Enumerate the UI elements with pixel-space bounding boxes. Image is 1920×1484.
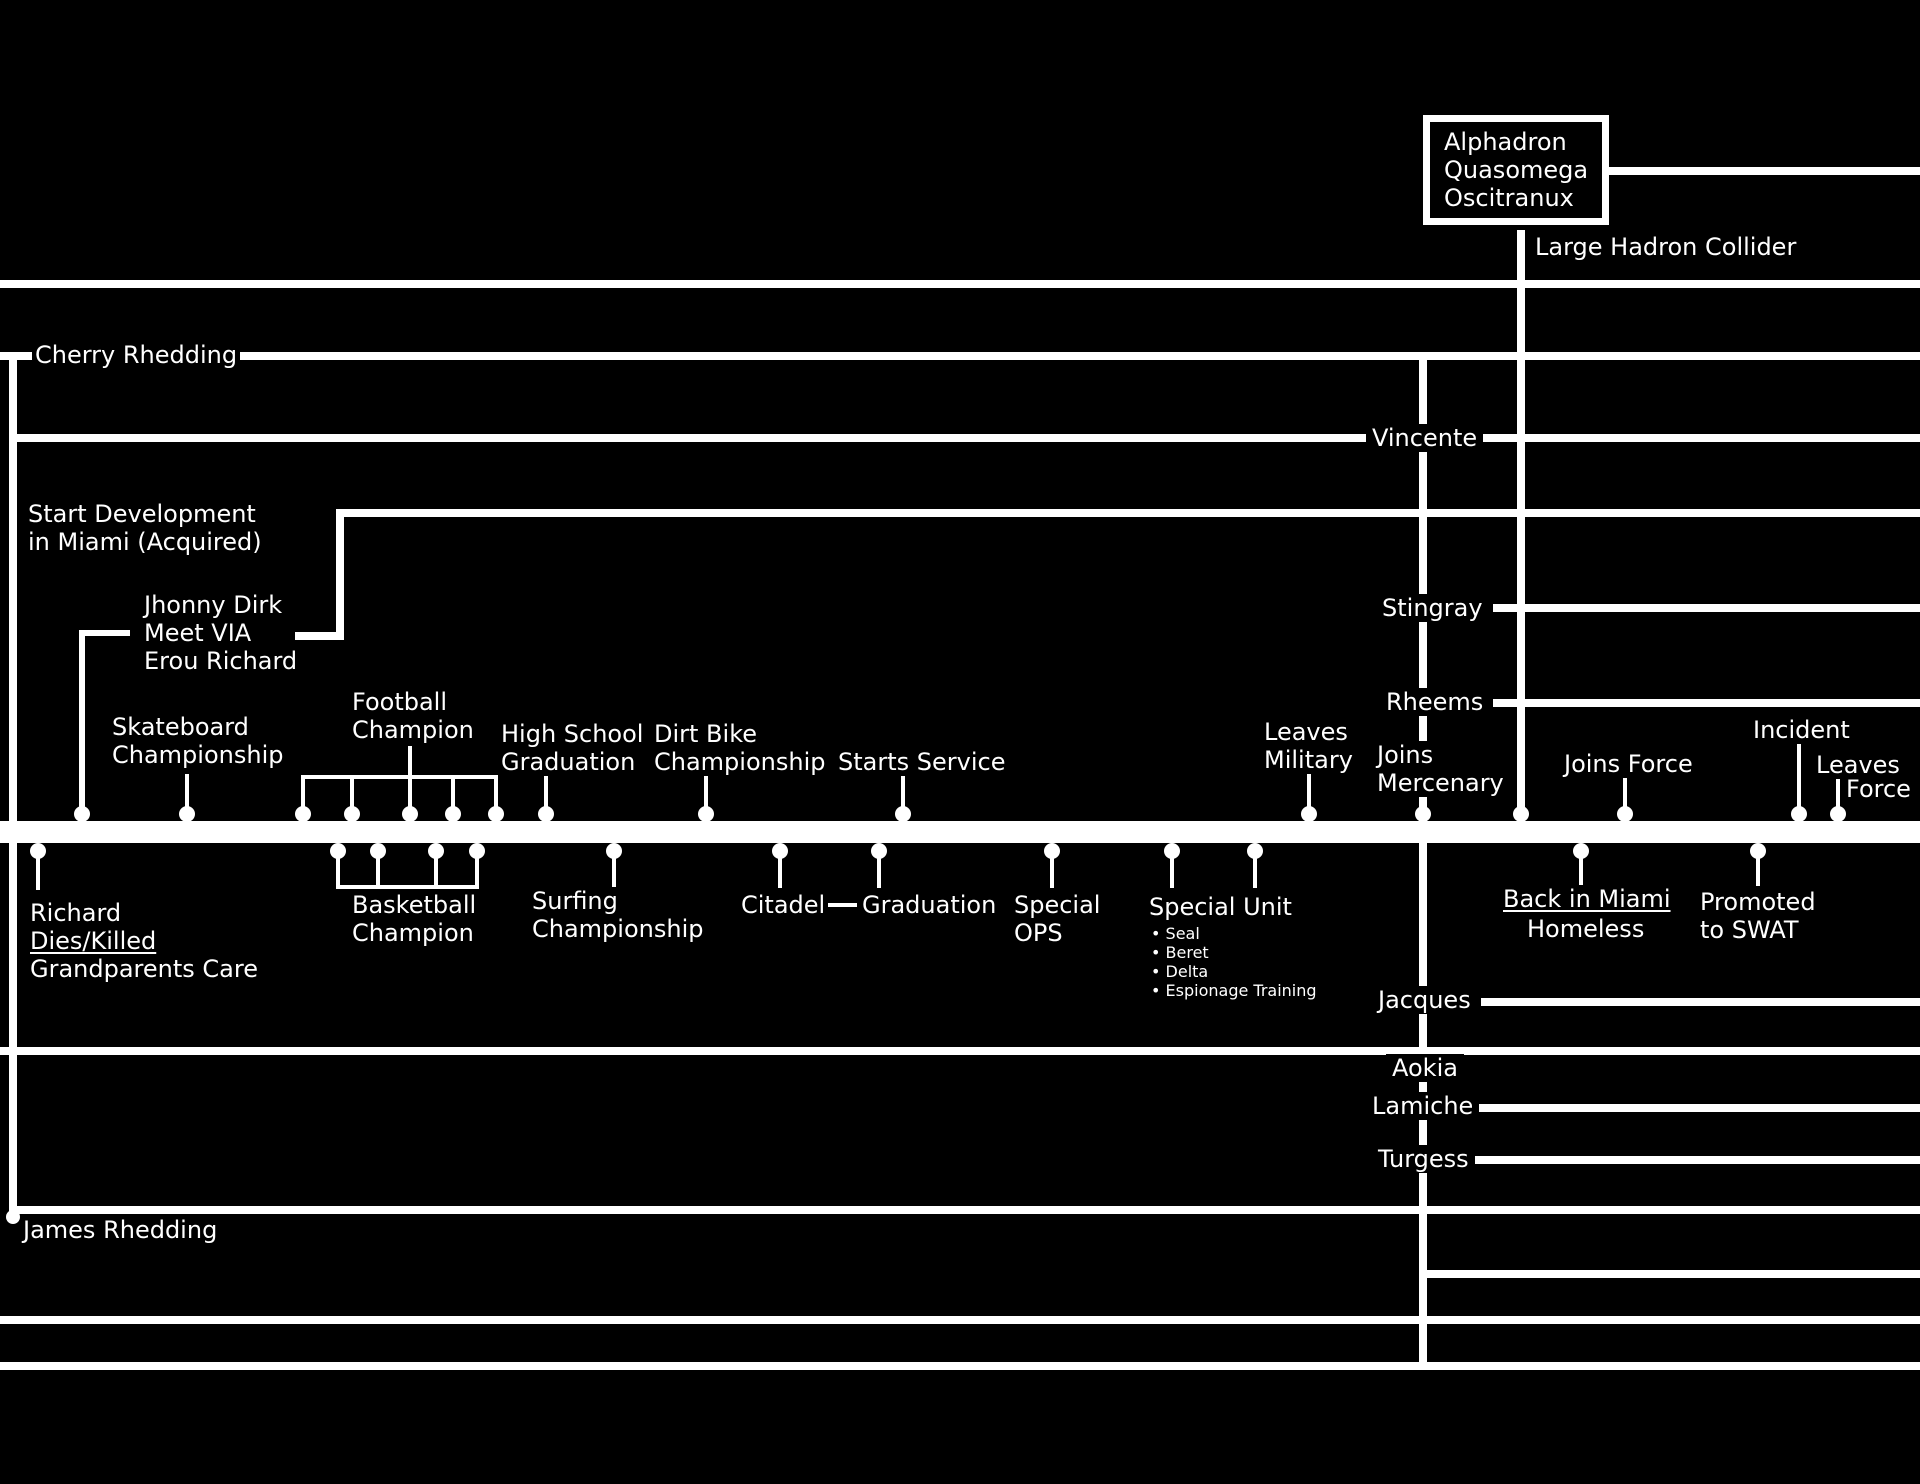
basketball-label: Basketball xyxy=(349,891,480,919)
joins-force-label: Joins Force xyxy=(1561,750,1696,778)
homeless-label: Homeless xyxy=(1524,915,1648,943)
event-dot xyxy=(1750,843,1766,859)
event-dot xyxy=(1415,806,1431,822)
lamiche-label: Lamiche xyxy=(1366,1092,1480,1120)
dirt-bike-label: Dirt Bike xyxy=(651,720,760,748)
special-ops-label: Special xyxy=(1011,891,1104,919)
event-dot xyxy=(1830,806,1846,822)
large-hadron-label: Large Hadron Collider xyxy=(1532,233,1800,261)
leaves-force-label: Force xyxy=(1843,775,1914,803)
surfing-label: Championship xyxy=(529,915,707,943)
particle-box: Alphadron Quasomega Oscitranux xyxy=(1423,115,1610,225)
special-unit-item: • Beret xyxy=(1148,943,1212,962)
aokia-label: Aokia xyxy=(1386,1054,1464,1082)
special-unit-item: • Espionage Training xyxy=(1148,981,1320,1000)
rheems-label: Rheems xyxy=(1376,688,1494,716)
track-line-acquired xyxy=(295,509,1920,640)
event-dot xyxy=(538,806,554,822)
event-dot xyxy=(871,843,887,859)
incident-label: Incident xyxy=(1750,716,1853,744)
vincente-label: Vincente xyxy=(1366,424,1484,452)
special-unit-label: Special Unit xyxy=(1146,893,1295,921)
jhonny-label: Meet VIA xyxy=(141,619,255,647)
grandparents-label: Grandparents Care xyxy=(27,955,261,983)
jhonny-label: Erou Richard xyxy=(141,647,301,675)
richard-label: Richard xyxy=(27,899,125,927)
back-in-miami-label: Back in Miami xyxy=(1500,885,1674,913)
event-dot xyxy=(428,843,444,859)
event-dot xyxy=(295,806,311,822)
james-rhedding-label: James Rhedding xyxy=(23,1216,218,1244)
high-school-label: Graduation xyxy=(498,748,639,776)
swat-label: Promoted xyxy=(1697,888,1819,916)
richard-dies-label: Dies/Killed xyxy=(27,927,160,955)
event-dot xyxy=(488,806,504,822)
special-unit-item: • Seal xyxy=(1148,924,1203,943)
turgess-label: Turgess xyxy=(1372,1145,1475,1173)
joins-mercenary-label: Mercenary xyxy=(1374,769,1507,797)
football-label: Champion xyxy=(349,716,477,744)
leaves-military-label: Leaves xyxy=(1261,718,1351,746)
citadel-label: Citadel xyxy=(738,891,829,919)
event-dot xyxy=(74,806,90,822)
swat-label: to SWAT xyxy=(1697,916,1802,944)
event-dot xyxy=(330,843,346,859)
special-unit-item: • Delta xyxy=(1148,962,1212,981)
event-dot xyxy=(344,806,360,822)
event-dot xyxy=(1791,806,1807,822)
skateboard-label: Skateboard xyxy=(109,713,252,741)
event-dot xyxy=(445,806,461,822)
event-dot xyxy=(179,806,195,822)
football-label: Football xyxy=(349,688,451,716)
start-development-label: Start Development xyxy=(25,500,259,528)
event-dot xyxy=(402,806,418,822)
event-dot xyxy=(370,843,386,859)
leaves-military-label: Military xyxy=(1261,746,1356,774)
surfing-label: Surfing xyxy=(529,887,621,915)
event-dot xyxy=(772,843,788,859)
skateboard-label: Championship xyxy=(109,741,287,769)
jhonny-label: Jhonny Dirk xyxy=(141,591,286,619)
dirt-bike-label: Championship xyxy=(651,748,829,776)
event-dot xyxy=(895,806,911,822)
event-dot xyxy=(469,843,485,859)
event-dot xyxy=(1617,806,1633,822)
box-line: Oscitranux xyxy=(1444,184,1589,212)
special-ops-label: OPS xyxy=(1011,919,1066,947)
event-dot xyxy=(698,806,714,822)
start-development-label: in Miami (Acquired) xyxy=(25,528,265,556)
event-dot xyxy=(1573,843,1589,859)
event-dot xyxy=(6,1210,20,1224)
jhonny-connector xyxy=(79,630,130,813)
event-dots xyxy=(6,806,1846,1224)
high-school-label: High School xyxy=(498,720,647,748)
event-dot xyxy=(1044,843,1060,859)
box-line: Alphadron xyxy=(1444,128,1589,156)
event-dot xyxy=(1513,806,1529,822)
stingray-label: Stingray xyxy=(1372,594,1493,622)
jacques-label: Jacques xyxy=(1368,986,1481,1014)
box-line: Quasomega xyxy=(1444,156,1589,184)
event-dot xyxy=(1164,843,1180,859)
basketball-label: Champion xyxy=(349,919,477,947)
cherry-rhedding-label: Cherry Rhedding xyxy=(32,341,241,369)
event-dot xyxy=(606,843,622,859)
starts-service-label: Starts Service xyxy=(835,748,1009,776)
event-dot xyxy=(30,843,46,859)
leaves-force-label: Leaves xyxy=(1813,751,1903,779)
event-dot xyxy=(1301,806,1317,822)
event-dot xyxy=(1247,843,1263,859)
graduation-label: Graduation xyxy=(859,891,1000,919)
joins-mercenary-label: Joins xyxy=(1374,741,1437,769)
